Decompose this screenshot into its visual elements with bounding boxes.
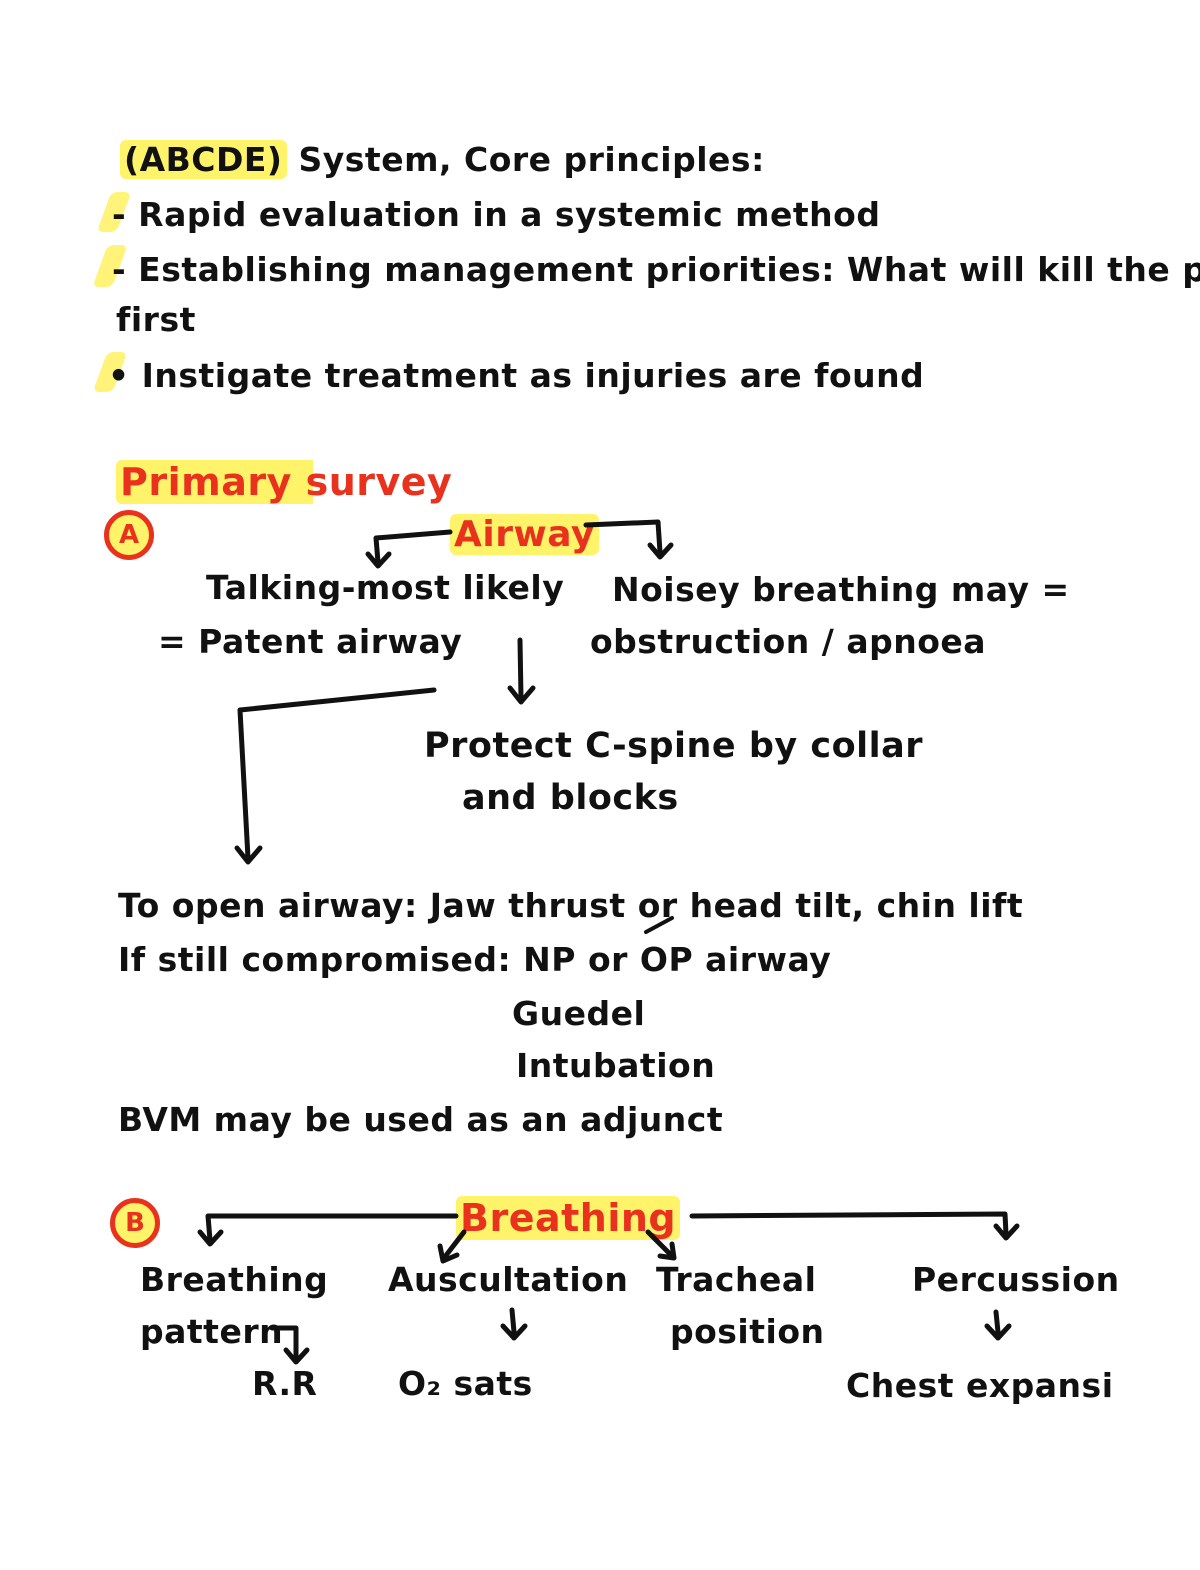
airway-badge: A: [104, 510, 154, 560]
airway-label: Airway: [450, 512, 599, 558]
intro-bullet: - Rapid evaluation in a systemic method: [112, 195, 881, 234]
airway-left-branch: Talking-most likely: [206, 568, 565, 607]
arrow-breathing-right: [689, 1211, 1009, 1237]
compromised-note: If still compromised: NP or OP airway: [118, 940, 832, 979]
abcde-tag: (ABCDE): [120, 140, 287, 179]
breathing-badge: B: [110, 1198, 160, 1248]
arrow-breathing-left: [205, 1213, 459, 1243]
breathing-sub-item: R.R: [252, 1364, 318, 1403]
intro-heading: (ABCDE) System, Core principles:: [120, 140, 765, 180]
airway-label-text: Airway: [450, 514, 599, 555]
arrowhead: [365, 551, 392, 569]
breathing-label: Breathing: [456, 1194, 681, 1242]
open-airway-note: To open airway: Jaw thrust or head tilt,…: [118, 886, 1024, 925]
breathing-sub-item: O₂ sats: [398, 1364, 533, 1403]
arrowhead: [500, 1323, 528, 1341]
airway-option: Intubation: [516, 1046, 716, 1085]
arrow-airway-left: [373, 529, 453, 565]
intro-bullet: - Establishing management priorities: Wh…: [112, 250, 1200, 289]
breathing-branch: position: [670, 1312, 825, 1351]
airway-right-branch: Noisey breathing may =: [612, 570, 1070, 609]
arrow-to-open-airway: [237, 687, 437, 861]
primary-survey-title-text: Primary survey: [116, 460, 457, 504]
breathing-sub-item: Chest expansi: [846, 1366, 1114, 1405]
bvm-note: BVM may be used as an adjunct: [118, 1100, 724, 1139]
arrow-pattern-rr: [269, 1325, 299, 1361]
intro-bullet-continued: first: [116, 300, 196, 339]
intro-bullet: • Instigate treatment as injuries are fo…: [108, 356, 925, 395]
arrow-breathing-tracheal: [645, 1229, 675, 1259]
breathing-branch: Tracheal: [656, 1260, 817, 1299]
airway-right-branch: obstruction / apnoea: [590, 622, 987, 661]
breathing-branch: Breathing: [140, 1260, 329, 1299]
arrowhead: [234, 845, 263, 865]
arrow-percussion-chest: [993, 1309, 1001, 1335]
arrow-to-cspine: [517, 637, 524, 701]
arrowhead: [657, 1241, 677, 1261]
breathing-label-text: Breathing: [456, 1196, 681, 1240]
cspine-note: Protect C-spine by collar: [424, 726, 924, 766]
primary-survey-title: Primary survey: [116, 458, 457, 506]
slash-mark: [644, 916, 674, 934]
arrowhead: [197, 1229, 224, 1247]
arrowhead: [647, 542, 674, 560]
arrowhead: [283, 1347, 310, 1365]
arrow-auscultation-o2: [509, 1307, 517, 1335]
arrow-breathing-auscultation: [441, 1229, 467, 1261]
arrowhead: [507, 685, 536, 705]
breathing-branch: Percussion: [912, 1260, 1120, 1299]
airway-option: Guedel: [512, 994, 646, 1033]
breathing-branch: Auscultation: [388, 1260, 629, 1299]
intro-heading-text: System, Core principles:: [298, 140, 765, 179]
cspine-note: and blocks: [462, 778, 679, 818]
arrow-airway-right: [583, 519, 663, 555]
arrowhead: [993, 1223, 1020, 1241]
arrowhead: [437, 1243, 460, 1264]
airway-left-branch: = Patent airway: [158, 622, 463, 661]
arrowhead: [984, 1323, 1012, 1341]
breathing-branch: pattern: [140, 1312, 284, 1351]
